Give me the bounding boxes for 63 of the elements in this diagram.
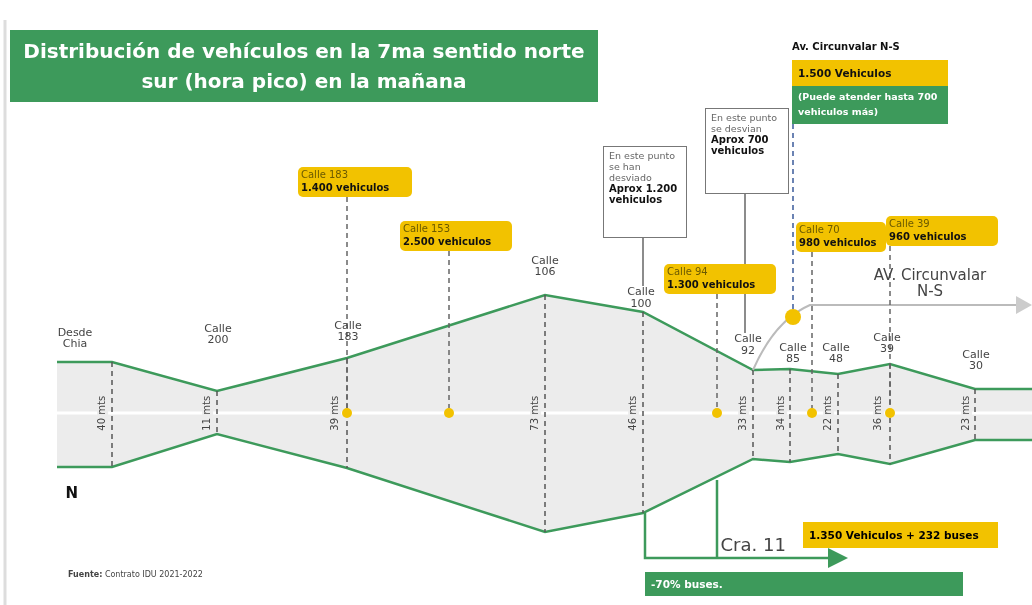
street-label: Calle 106 [530,254,560,278]
point-marker [444,408,454,418]
note-text: En este punto se han desviado [609,150,677,183]
street-name: Calle 183 [301,169,350,181]
note-text: En este punto se desvian [711,112,779,134]
street-name: Calle 94 [667,266,709,278]
width-label: 33 mts [737,393,749,433]
street-label: Calle 92 [726,333,770,357]
place-label: Desde Chia [56,326,94,350]
street-label: Calle 39 [872,331,902,355]
vehicle-count: Aprox 700 vehiculos [711,134,770,156]
street-name: Calle 39 [889,218,931,230]
street-label: Calle 100 [619,286,663,310]
width-label: 36 mts [872,393,884,433]
width-label: 22 mts [822,393,834,433]
callout-box [796,222,886,252]
vehicle-count: 2.500 vehiculos [403,235,493,248]
point-marker [785,309,801,325]
point-marker [342,408,352,418]
leader-line [346,196,348,409]
street-label: Calle 183 [333,319,363,343]
title-banner: Distribución de vehículos en la 7ma sentido norte sur (hora pico) en la mañana [10,30,598,102]
road-label: Cra. 11 [720,535,786,555]
road-name: Av. Circunvalar N-S [792,40,901,54]
leader-line [642,237,644,287]
width-label: 73 mts [529,393,541,433]
callout-box [400,221,512,251]
note-box [705,108,789,194]
width-label: 34 mts [775,393,787,433]
width-label: 46 mts [627,393,639,433]
reduction-note: -70% buses. [645,572,963,596]
callout-box [298,167,412,197]
callout-box [664,264,776,294]
width-label: 23 mts [960,393,972,433]
leader-line [792,123,794,310]
road-label: AV. Circunvalar N-S [872,268,988,300]
vehicle-count: 1.400 vehiculos [301,181,391,194]
vehicle-count: Aprox 1.200 vehiculos [609,183,679,205]
source-note: Fuente: Contrato IDU 2021-2022 [68,571,203,580]
width-label: 39 mts [329,393,341,433]
point-marker [712,408,722,418]
width-label: 40 mts [96,393,108,433]
street-label: Calle 30 [961,348,991,372]
vehicle-count: 1.300 vehiculos [667,278,757,291]
capacity-note: (Puede atender hasta 700 vehiculos más) [792,86,948,124]
compass-label: N [65,486,79,502]
street-label: Calle 85 [778,341,808,365]
vehicle-count: 980 vehiculos [799,236,878,249]
note-box [603,146,687,238]
point-marker [885,408,895,418]
street-name: Calle 153 [403,223,452,235]
vehicle-count: 1.350 Vehiculos + 232 buses [803,522,998,548]
leader-line [448,250,450,409]
vehicle-count: 1.500 Vehiculos [792,60,948,86]
callout-box [886,216,998,246]
street-name: Calle 70 [799,224,841,236]
leader-line [716,293,718,409]
point-marker [807,408,817,418]
vehicle-count: 960 vehiculos [889,230,968,243]
leader-line [811,251,813,409]
width-label: 11 mts [201,393,213,433]
street-label: Calle 48 [821,341,851,365]
street-label: Calle 200 [203,322,233,346]
